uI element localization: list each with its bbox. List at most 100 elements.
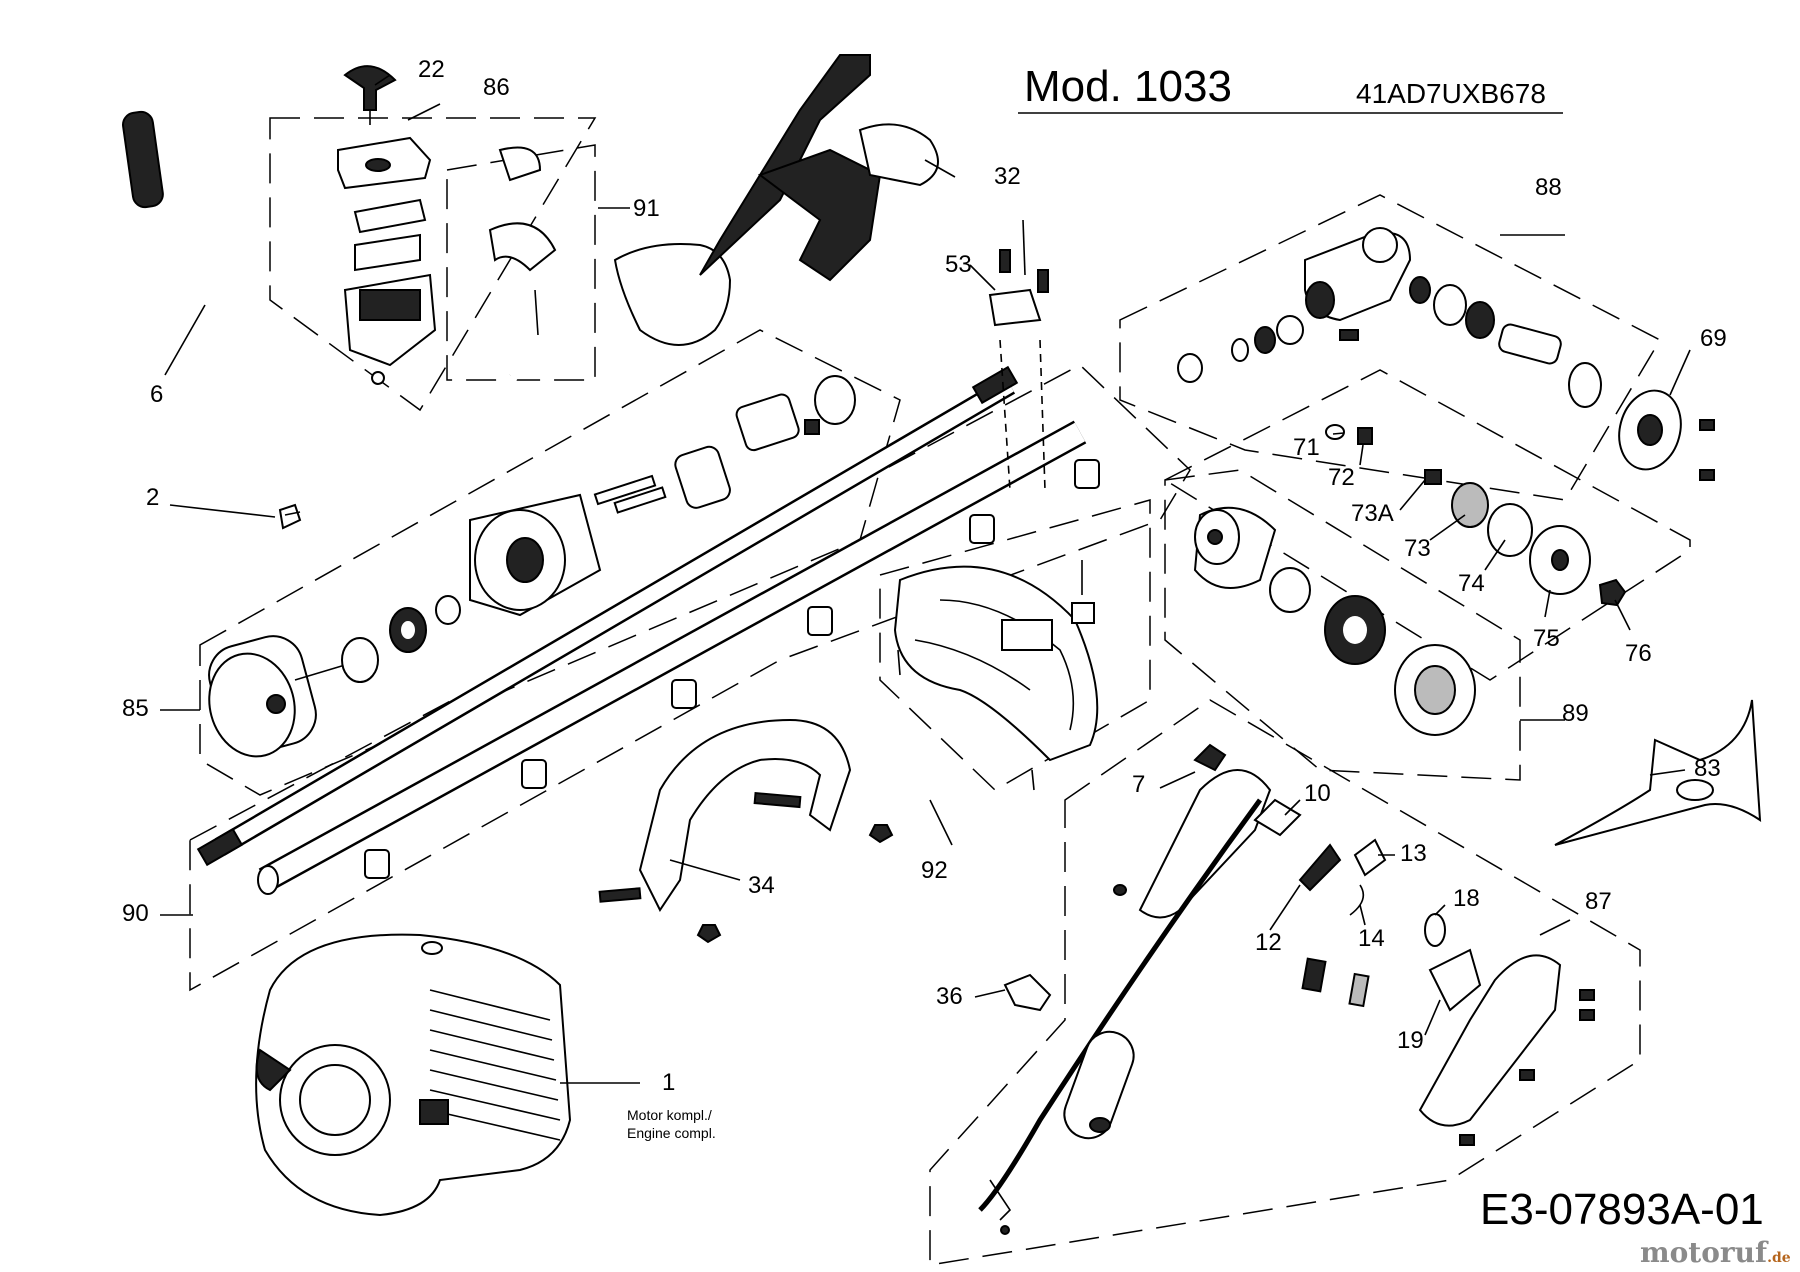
drive-shaft-fill xyxy=(216,378,1014,854)
trimmer-spring xyxy=(1269,567,1311,613)
grip-sleeve xyxy=(1063,1030,1135,1140)
part-number: 41AD7UXB678 xyxy=(1356,78,1546,109)
engine-spark-plug-boot xyxy=(419,1099,449,1125)
frame-91 xyxy=(446,144,596,381)
small-screw xyxy=(804,419,820,435)
callout-73a: 73A xyxy=(1351,500,1394,527)
callout-69: 69 xyxy=(1700,325,1727,352)
flange-screw-1 xyxy=(1699,419,1715,431)
callout-22: 22 xyxy=(418,56,445,83)
bushing-5 xyxy=(969,514,995,544)
spring-14 xyxy=(1349,884,1365,916)
bracket-53-screw-1 xyxy=(999,249,1011,273)
handlebar-grip xyxy=(122,110,164,209)
bushing-6 xyxy=(1074,459,1100,489)
frame-87-handle xyxy=(929,699,1641,1266)
callout-2: 2 xyxy=(146,484,160,511)
lever-12 xyxy=(1298,843,1342,892)
circlip-1 xyxy=(341,637,379,683)
callout-74: 74 xyxy=(1458,570,1485,597)
guard-plate xyxy=(1071,602,1095,624)
shaft-coupling xyxy=(735,393,800,452)
bushing-4 xyxy=(807,606,833,636)
leader-lines xyxy=(160,74,1691,1084)
lever-13 xyxy=(1353,838,1387,877)
gear-bevel xyxy=(1433,284,1467,326)
callout-13: 13 xyxy=(1400,840,1427,867)
gear-bearing-3 xyxy=(1465,301,1495,339)
bushing-3 xyxy=(671,679,697,709)
callout-10: 10 xyxy=(1304,780,1331,807)
part-73 xyxy=(1451,482,1489,528)
frame-86 xyxy=(269,117,597,412)
callout-6: 6 xyxy=(150,381,164,408)
callout-92: 92 xyxy=(921,857,948,884)
frame-90-shaft xyxy=(189,364,1191,992)
cable-clip xyxy=(1113,884,1127,896)
clutch-housing-bore xyxy=(506,537,544,583)
nut-76 xyxy=(1598,578,1627,607)
clutch-drum-hub xyxy=(266,694,286,714)
callout-75: 75 xyxy=(1533,625,1560,652)
shaft-spline-end xyxy=(196,827,244,867)
loop-handle-nut-1 xyxy=(868,824,894,844)
flange-69-hub xyxy=(1637,414,1663,446)
gear-washer-1 xyxy=(1231,338,1249,362)
handlebar-fill xyxy=(131,117,518,520)
gear-bearing-2 xyxy=(1409,276,1431,304)
throttle-screw-3 xyxy=(1519,1069,1535,1081)
guard-92 xyxy=(893,565,1099,762)
clamp-pad xyxy=(354,233,421,272)
grip-insert-2 xyxy=(1348,972,1370,1008)
callout-32: 32 xyxy=(994,163,1021,190)
callout-90: 90 xyxy=(122,900,149,927)
clip-2 xyxy=(278,503,302,530)
callout-85: 85 xyxy=(122,695,149,722)
throttle-screw-1 xyxy=(1579,989,1595,1001)
callout-87: 87 xyxy=(1585,888,1612,915)
clutch-drum-face xyxy=(208,652,296,758)
brand-suffix: .de xyxy=(1767,1250,1791,1266)
part-73a xyxy=(1424,469,1442,485)
gear-screw xyxy=(1339,329,1359,341)
throttle-cable xyxy=(978,798,1263,1212)
callout-18: 18 xyxy=(1453,885,1480,912)
bracket-bolt xyxy=(534,289,539,336)
blade-83 xyxy=(1554,699,1762,846)
gear-circlip-left xyxy=(1177,353,1203,383)
blade-83-center xyxy=(1676,779,1714,801)
callout-83: 83 xyxy=(1694,755,1721,782)
trimmer-head-knob xyxy=(1207,529,1223,545)
trimmer-spool-bore xyxy=(1343,616,1367,644)
callout-72: 72 xyxy=(1328,464,1355,491)
gearhead-boss xyxy=(1362,227,1398,263)
part-74 xyxy=(1487,503,1533,557)
loop-handle-bolt xyxy=(598,887,642,903)
callout-12: 12 xyxy=(1255,929,1282,956)
coupling-sleeve xyxy=(674,445,731,509)
clip-36 xyxy=(1003,973,1052,1012)
tube-fill xyxy=(259,422,1086,890)
clamp-nut xyxy=(371,371,385,385)
clip-2-detail xyxy=(284,511,301,516)
throttle-half-left xyxy=(1138,769,1272,919)
callout-73: 73 xyxy=(1404,535,1431,562)
engine-cap xyxy=(421,941,443,955)
clamp-base-detail xyxy=(359,289,421,321)
harness-shoulder-pad xyxy=(858,123,939,187)
bushing-2 xyxy=(521,759,547,789)
clamp-insert xyxy=(353,198,427,234)
guard-rib-1 xyxy=(939,599,1075,731)
engine-starter-inner xyxy=(299,1064,371,1136)
bracket-53-axis-2 xyxy=(1039,339,1046,491)
clamp-hole xyxy=(365,158,391,172)
screw-a xyxy=(593,474,657,506)
cable-end-nipple xyxy=(1000,1225,1010,1235)
callout-76: 76 xyxy=(1625,640,1652,667)
callout-1: 1 xyxy=(662,1069,676,1096)
brand-main: motoruf xyxy=(1640,1236,1768,1269)
circlip-2 xyxy=(435,595,461,625)
bushing-1 xyxy=(364,849,390,879)
tube-end xyxy=(257,865,279,895)
